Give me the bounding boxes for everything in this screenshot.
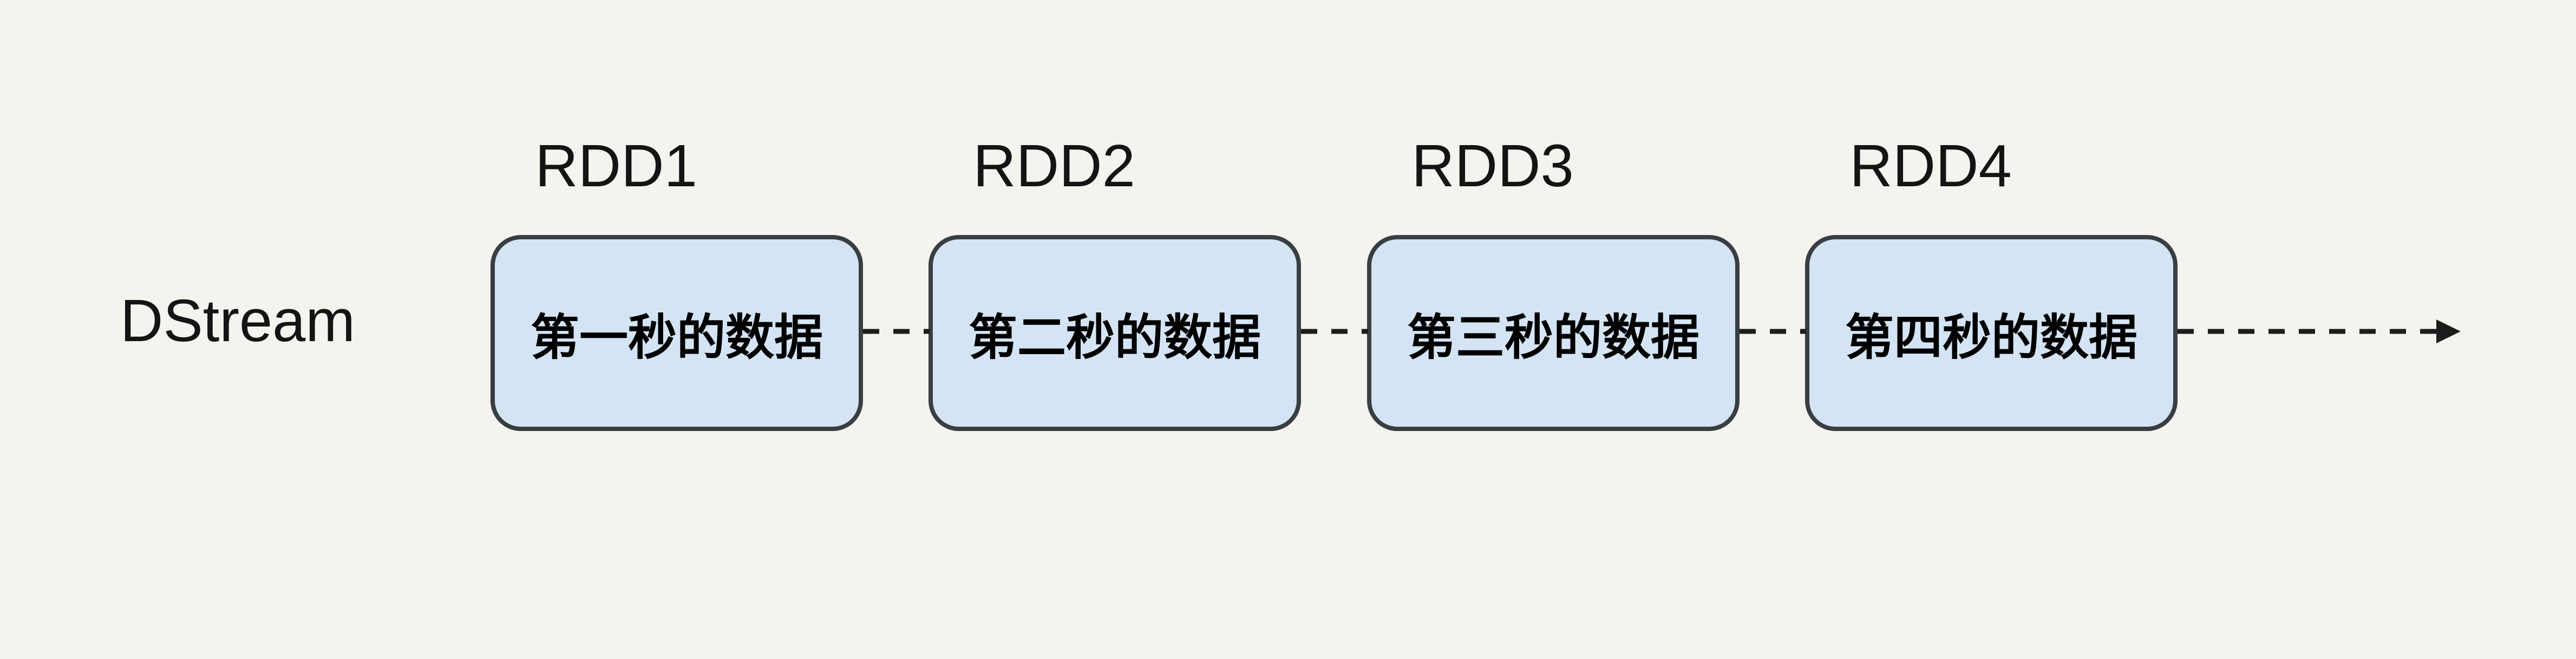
rdd4-box-label: 第四秒的数据 xyxy=(1845,311,2137,365)
rdd1-box-label: 第一秒的数据 xyxy=(531,311,823,365)
timeline-arrowhead-icon xyxy=(2436,319,2461,343)
dstream-label: DStream xyxy=(120,288,355,354)
rdd4-label: RDD4 xyxy=(1849,133,2012,199)
rdd2-box: 第二秒的数据 xyxy=(929,235,1301,431)
rdd3-label: RDD3 xyxy=(1411,133,1574,199)
rdd3-box-label: 第三秒的数据 xyxy=(1407,311,1699,365)
rdd1-label: RDD1 xyxy=(535,133,697,199)
rdd4-box: 第四秒的数据 xyxy=(1805,235,2178,431)
rdd2-box-label: 第二秒的数据 xyxy=(969,311,1261,365)
rdd3-box: 第三秒的数据 xyxy=(1367,235,1740,431)
rdd2-label: RDD2 xyxy=(973,133,1135,199)
rdd1-box: 第一秒的数据 xyxy=(491,235,863,431)
